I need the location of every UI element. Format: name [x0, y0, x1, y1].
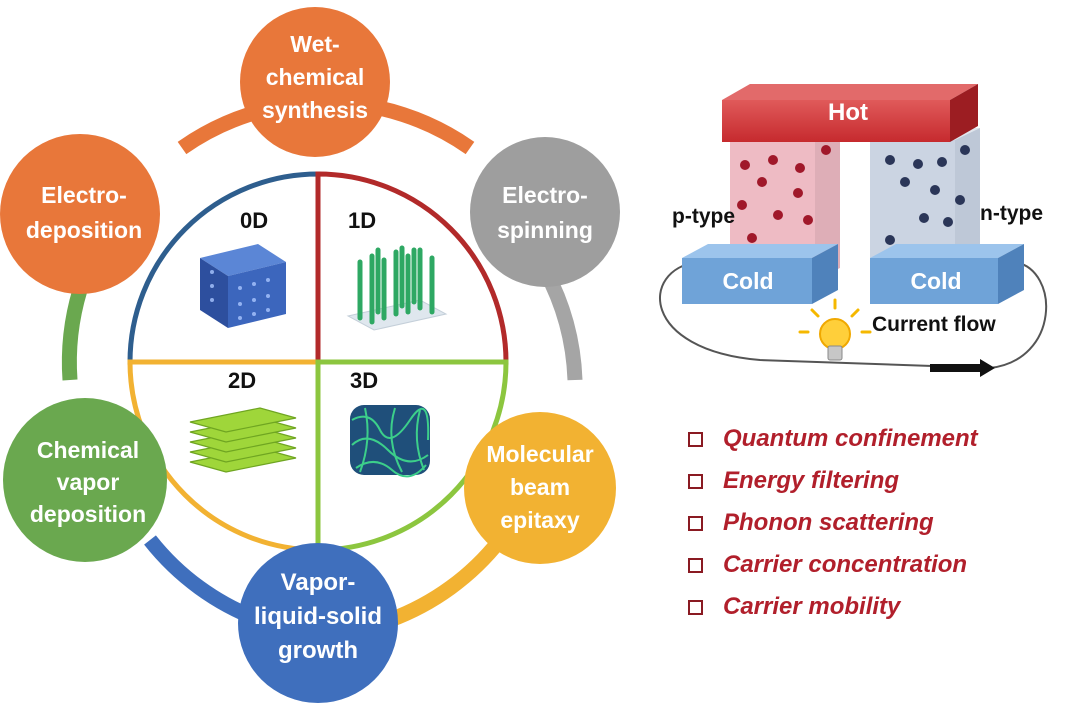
factor-label: Carrier concentration — [723, 551, 968, 578]
current-direction-arrow — [930, 359, 995, 377]
factor-label: Quantum confinement — [723, 425, 978, 452]
current-circuit-loop — [658, 261, 1048, 370]
method-line: epitaxy — [500, 507, 579, 533]
hot-plate: Hot — [722, 84, 978, 142]
thermoelectric-factor-list: Quantum confinement Energy filtering Pho… — [688, 418, 978, 628]
factor-item: Quantum confinement — [688, 418, 978, 460]
factor-label: Phonon scattering — [723, 509, 934, 536]
method-line: growth — [278, 637, 358, 664]
checkbox-icon — [688, 473, 703, 489]
factor-item: Energy filtering — [688, 460, 978, 502]
0d-nanoparticle-cube-image — [200, 244, 286, 328]
dimension-label-1d: 1D — [348, 208, 376, 233]
method-line: Electro- — [502, 182, 588, 208]
method-line: deposition — [30, 501, 146, 527]
cold-label-right: Cold — [910, 268, 961, 294]
ring-arc-green — [61, 287, 88, 381]
method-bubble-chemical-vapor: Chemical vapor deposition — [3, 398, 167, 562]
checkbox-icon — [688, 431, 703, 447]
dimension-quadrants: 0D 1D 2D 3D — [127, 171, 509, 553]
method-line: deposition — [26, 217, 142, 243]
synthesis-method-diagram: 0D 1D 2D 3D — [0, 7, 620, 703]
method-line: spinning — [497, 217, 593, 243]
checkbox-icon — [688, 599, 703, 615]
hot-label: Hot — [828, 99, 868, 126]
factor-item: Carrier mobility — [688, 586, 978, 628]
method-bubble-wet-chemical: Wet- chemical synthesis — [240, 7, 390, 157]
method-bubble-molecular-beam: Molecular beam epitaxy — [464, 412, 616, 564]
method-line: Wet- — [290, 31, 339, 57]
factor-item: Phonon scattering — [688, 502, 978, 544]
factor-label: Energy filtering — [723, 467, 900, 494]
method-line: chemical — [266, 64, 364, 90]
method-line: Electro- — [41, 182, 127, 208]
dimension-label-3d: 3D — [350, 368, 378, 393]
method-bubble-vapor-liquid-solid: Vapor- liquid-solid growth — [238, 543, 398, 703]
method-bubble-electrodeposition: Electro- deposition — [0, 134, 160, 294]
2d-layered-sheets-image — [189, 407, 297, 473]
method-line: synthesis — [262, 97, 368, 123]
ring-arc-yellow — [387, 535, 506, 628]
1d-nanowire-array-image — [346, 245, 448, 331]
cold-plate-right: Cold — [870, 244, 1024, 304]
cold-label-left: Cold — [722, 268, 773, 294]
thermoelectric-device-illustration: Hot Cold Cold p-type n-type Current flow — [658, 84, 1048, 377]
dimension-label-2d: 2D — [228, 368, 256, 393]
p-type-label: p-type — [672, 205, 735, 228]
light-bulb-icon — [798, 298, 872, 361]
method-line: vapor — [57, 469, 120, 495]
method-line: liquid-solid — [254, 603, 382, 630]
checkbox-icon — [688, 515, 703, 531]
method-line: Molecular — [486, 441, 593, 467]
method-line: Chemical — [37, 437, 139, 463]
method-line: Vapor- — [281, 569, 356, 596]
current-flow-label: Current flow — [872, 313, 996, 336]
method-line: beam — [510, 474, 570, 500]
dimension-label-0d: 0D — [240, 208, 268, 233]
n-type-label: n-type — [980, 202, 1043, 225]
factor-label: Carrier mobility — [723, 593, 901, 620]
factor-item: Carrier concentration — [688, 544, 978, 586]
checkbox-icon — [688, 557, 703, 573]
cold-plate-left: Cold — [682, 244, 838, 304]
method-bubble-electrospinning: Electro- spinning — [470, 137, 620, 287]
3d-network-foam-image — [350, 405, 430, 478]
